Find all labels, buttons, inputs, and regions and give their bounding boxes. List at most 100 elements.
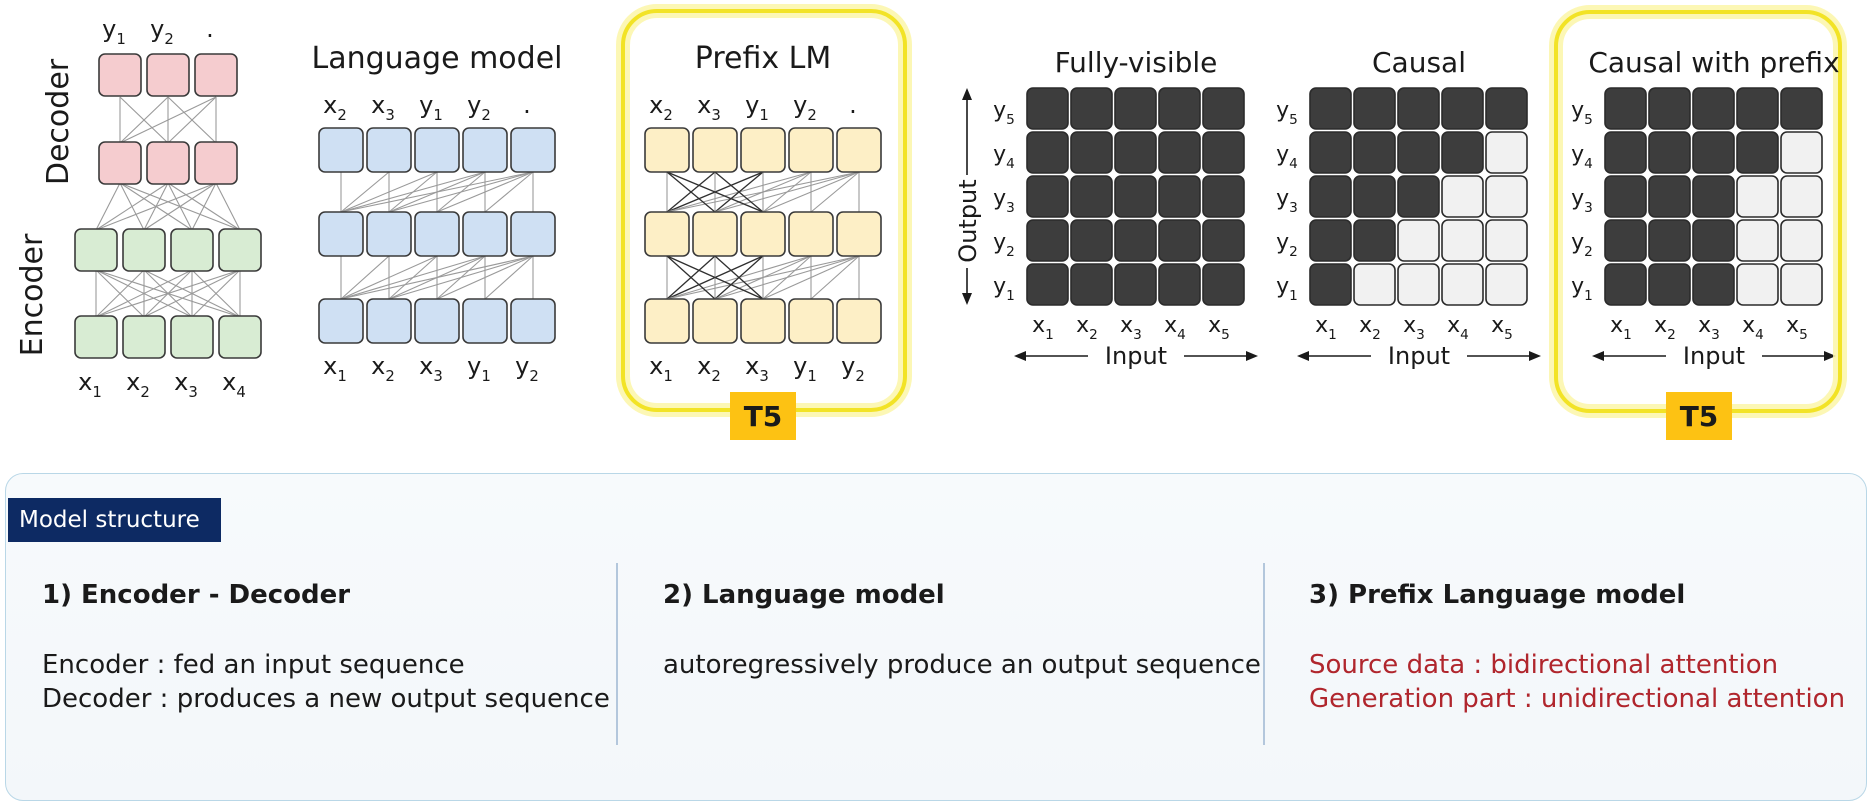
mask-cell-visible (1026, 219, 1069, 262)
prefix_lm-edge (666, 255, 716, 300)
token-letter: y (467, 91, 481, 119)
t5-badge (730, 392, 796, 440)
mask-cell-masked (1736, 263, 1779, 306)
mask-cell-masked (1780, 219, 1823, 262)
mask-row-label: y4 (993, 142, 1015, 172)
mask-row-label: y2 (1571, 230, 1593, 260)
decoder-output-node (98, 53, 142, 97)
prefix_lm-node (692, 127, 738, 173)
token-letter: x (371, 91, 385, 119)
language_model-node (510, 298, 556, 344)
token-subscript: 4 (1006, 156, 1015, 172)
prefix_lm-edge (762, 171, 812, 213)
mask-cell-masked (1780, 263, 1823, 306)
encoder-description: Encoder : fed an input sequence (42, 650, 465, 680)
encoder-input-label: x2 (126, 368, 150, 401)
mask-cell-visible (1309, 131, 1352, 174)
prefix_lm-node (788, 127, 834, 173)
token-letter: y (993, 186, 1006, 211)
language-model-title: Language model (311, 41, 562, 76)
encoder-input-label: x4 (222, 368, 246, 401)
decoder-edge (119, 96, 169, 144)
mask-cell-masked (1485, 131, 1528, 174)
language_model-input-label: x2 (371, 352, 395, 385)
mask-cell-visible (1114, 219, 1157, 262)
mask-cell-visible (1070, 87, 1113, 130)
token-letter: y (467, 352, 481, 380)
prefix_lm-node (836, 211, 882, 257)
mask-col-label: x1 (1610, 313, 1632, 343)
mask-cell-visible (1604, 131, 1647, 174)
language-model-column: 2) Language model autoregressively produ… (663, 580, 1261, 682)
causal-prefix-title: Causal with prefix (1588, 46, 1839, 79)
encoder-node (170, 228, 214, 272)
mask-cell-visible (1026, 87, 1069, 130)
prefix_lm-node (644, 211, 690, 257)
prefix_lm-node (644, 127, 690, 173)
input-axis-label: Input (1388, 342, 1450, 370)
mask-cell-visible (1397, 131, 1440, 174)
mask-cell-visible (1441, 131, 1484, 174)
token-subscript: 1 (433, 106, 442, 124)
language_model-node (414, 298, 460, 344)
token-letter: x (1786, 313, 1799, 338)
mask-row-label: y2 (1276, 230, 1298, 260)
token-letter: x (649, 91, 663, 119)
mask-row-label: y3 (1571, 186, 1593, 216)
token-letter: x (1120, 313, 1133, 338)
prefix_lm-edge (762, 255, 812, 300)
mask-cell-visible (1309, 219, 1352, 262)
token-letter: x (78, 368, 92, 396)
token-letter: x (1315, 313, 1328, 338)
token-subscript: 4 (1289, 156, 1298, 172)
cross-attention-edge (215, 182, 241, 231)
token-letter: y (102, 15, 116, 43)
output-axis-arrow-up (962, 88, 972, 100)
language_model-edge (388, 255, 438, 300)
mask-cell-visible (1158, 87, 1201, 130)
mask-cell-visible (1114, 87, 1157, 130)
encoder-decoder-heading: 1) Encoder - Decoder (42, 580, 351, 610)
token-subscript: 2 (1372, 327, 1381, 343)
token-letter: y (1571, 142, 1584, 167)
language_model-node (462, 127, 508, 173)
mask-row-label: y5 (993, 98, 1015, 128)
prefix_lm-input-label: y2 (841, 352, 865, 385)
prefix_lm-output-label: x2 (649, 91, 673, 124)
token-letter: x (1698, 313, 1711, 338)
column-divider (1263, 563, 1265, 745)
prefix_lm-edge (714, 171, 764, 213)
language_model-node (366, 298, 412, 344)
language_model-input-label: y1 (467, 352, 491, 385)
token-letter: y (419, 91, 433, 119)
prefix_lm-node (836, 127, 882, 173)
mask-cell-visible (1309, 87, 1352, 130)
token-subscript: 1 (1584, 288, 1593, 304)
token-letter: x (126, 368, 140, 396)
causal-title: Causal (1372, 46, 1466, 79)
token-letter: x (1076, 313, 1089, 338)
mask-cell-visible (1026, 263, 1069, 306)
token-letter: y (1276, 98, 1289, 123)
token-subscript: 3 (188, 383, 197, 401)
mask-cell-visible (1692, 87, 1735, 130)
mask-cell-visible (1604, 87, 1647, 130)
mask-cell-masked (1780, 175, 1823, 218)
token-subscript: 3 (1416, 327, 1425, 343)
token-letter: y (1276, 274, 1289, 299)
mask-row-label: y5 (1571, 98, 1593, 128)
mask-row-label: y1 (1276, 274, 1298, 304)
mask-cell-visible (1353, 131, 1396, 174)
token-subscript: 2 (529, 367, 538, 385)
decoder-node (146, 141, 190, 185)
decoder-output-node (194, 53, 238, 97)
token-letter: x (1491, 313, 1504, 338)
token-letter: x (1447, 313, 1460, 338)
token-letter: x (174, 368, 188, 396)
decoder-node (194, 141, 238, 185)
prefix_lm-node (740, 211, 786, 257)
token-letter: x (222, 368, 236, 396)
mask-col-label: x3 (1120, 313, 1142, 343)
mask-cell-masked (1397, 263, 1440, 306)
